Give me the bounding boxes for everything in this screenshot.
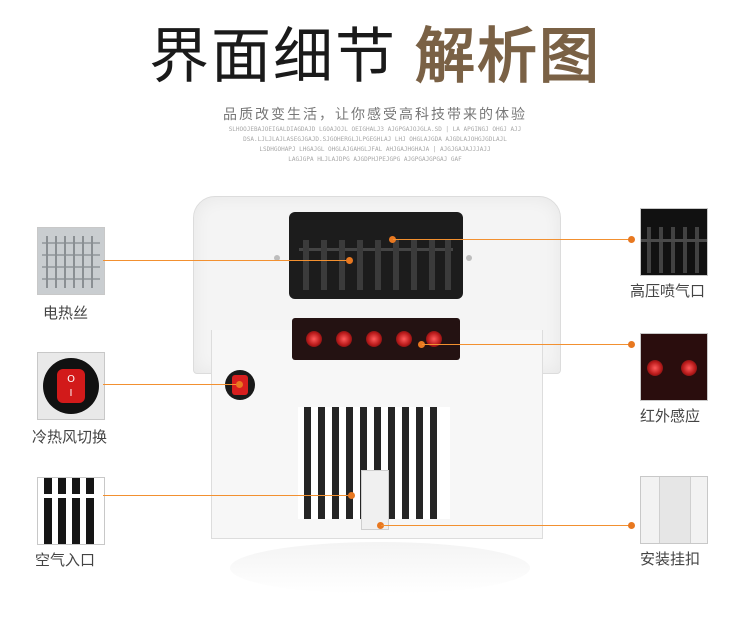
ir-light [306, 331, 322, 347]
vent-slot [72, 478, 80, 544]
switch-mark-on: I [69, 388, 73, 399]
callout-line-nozzle [393, 239, 633, 240]
switch-body: O I [43, 358, 99, 414]
nozzle-slot [445, 240, 451, 290]
callout-dot-nozzle [389, 236, 396, 243]
fine-print-line: LSDHGOHAPJ LHGAJGL OHGLAJGAHGLJFAL AHJGA… [259, 146, 491, 153]
callout-dot-infrared-end [628, 341, 635, 348]
grille-slot [416, 407, 423, 519]
vent-slot [86, 478, 94, 544]
callout-line-air-inlet [103, 495, 351, 496]
nozzle-slot [339, 240, 345, 290]
nozzle-slot [411, 240, 417, 290]
nozzle-slot [393, 240, 399, 290]
dryer-air-grille [298, 407, 450, 519]
rocker-switch-thumbnail: O I [37, 352, 105, 420]
callout-dot-hook [377, 522, 384, 529]
title-regular: 界面细节 [149, 22, 397, 92]
grille-slot [304, 407, 311, 519]
dryer-nozzle [289, 212, 463, 299]
page-title: 界面细节解析图 [0, 8, 750, 95]
coil-wire [42, 254, 100, 256]
air-vent-thumbnail [37, 477, 105, 545]
callout-dot-heating-wire [346, 257, 353, 264]
ir-light-thumb [681, 360, 697, 376]
label-infrared: 红外感应 [640, 407, 701, 425]
ir-light [366, 331, 382, 347]
nozzle-slot-thumb [671, 227, 675, 273]
ir-light [336, 331, 352, 347]
label-switch: 冷热风切换 [32, 428, 108, 446]
vent-slot [44, 478, 52, 544]
nozzle-slot-thumb [683, 227, 687, 273]
coil-strip [46, 236, 48, 288]
callout-dot-hook-end [628, 522, 635, 529]
label-heating-wire: 电热丝 [43, 304, 89, 322]
nozzle-slot [375, 240, 381, 290]
callout-line-switch [103, 384, 240, 385]
grille-slot [318, 407, 325, 519]
ir-light [396, 331, 412, 347]
coil-wire [42, 266, 100, 268]
grille-slot [332, 407, 339, 519]
grille-slot [360, 407, 367, 519]
coil-strip [73, 236, 75, 288]
screw-right [466, 255, 472, 261]
screw-left [274, 255, 280, 261]
nozzle-slot [321, 240, 327, 290]
nozzle-thumbnail [640, 208, 708, 276]
mounting-hook-thumbnail [640, 476, 708, 544]
callout-line-infrared [422, 344, 633, 345]
ir-light [426, 331, 442, 347]
switch-face: O I [57, 369, 85, 403]
nozzle-slot [357, 240, 363, 290]
heating-coil-thumbnail [37, 227, 105, 295]
nozzle-slot [303, 240, 309, 290]
coil-strip [55, 236, 57, 288]
coil-wire [42, 278, 100, 280]
coil-strip [64, 236, 66, 288]
callout-dot-switch [236, 381, 243, 388]
callout-dot-infrared [418, 341, 425, 348]
ir-light-thumb [647, 360, 663, 376]
label-hook: 安装挂扣 [640, 550, 701, 568]
coil-wire [42, 242, 100, 244]
nozzle-slot-thumb [695, 227, 699, 273]
nozzle-slot-thumb [647, 227, 651, 273]
fine-print-line: LAGJGPA HLJLAJDPG AJGDPHJPEJGPG AJGPGAJG… [288, 156, 462, 163]
fine-print-line: SLHOOJEBAJOEIGALDIAGDAJD LGOAJOJL OEIGHA… [228, 126, 522, 133]
callout-line-hook [381, 525, 633, 526]
nozzle-slot [429, 240, 435, 290]
grille-slot [346, 407, 353, 519]
callout-dot-nozzle-end [628, 236, 635, 243]
title-emphasis: 解析图 [415, 22, 601, 92]
callout-dot-air-inlet [348, 492, 355, 499]
grille-slot [430, 407, 437, 519]
dryer-hook [361, 470, 389, 530]
infrared-sensor-thumbnail [640, 333, 708, 401]
vent-rib [38, 494, 104, 498]
coil-strip [82, 236, 84, 288]
dryer-shadow [230, 542, 530, 594]
callout-line-heating-wire [103, 260, 348, 261]
grille-slot [388, 407, 395, 519]
page-subtitle: 品质改变生活，让你感受高科技带来的体验 [223, 107, 527, 123]
vent-slot [58, 478, 66, 544]
switch-mark-off: O [67, 374, 75, 385]
grille-slot [402, 407, 409, 519]
label-air-inlet: 空气入口 [35, 551, 96, 569]
dryer-infrared-window [292, 318, 460, 360]
coil-strip [91, 236, 93, 288]
grille-slot [374, 407, 381, 519]
nozzle-slot-thumb [659, 227, 663, 273]
nozzle-rail-thumb [641, 239, 707, 242]
label-nozzle: 高压喷气口 [630, 282, 706, 300]
hook-plate [659, 477, 691, 543]
fine-print-line: DSA.LJLJLAJLASEGJGAJD.SJGOHERGLJLPGEGHLA… [243, 136, 507, 143]
